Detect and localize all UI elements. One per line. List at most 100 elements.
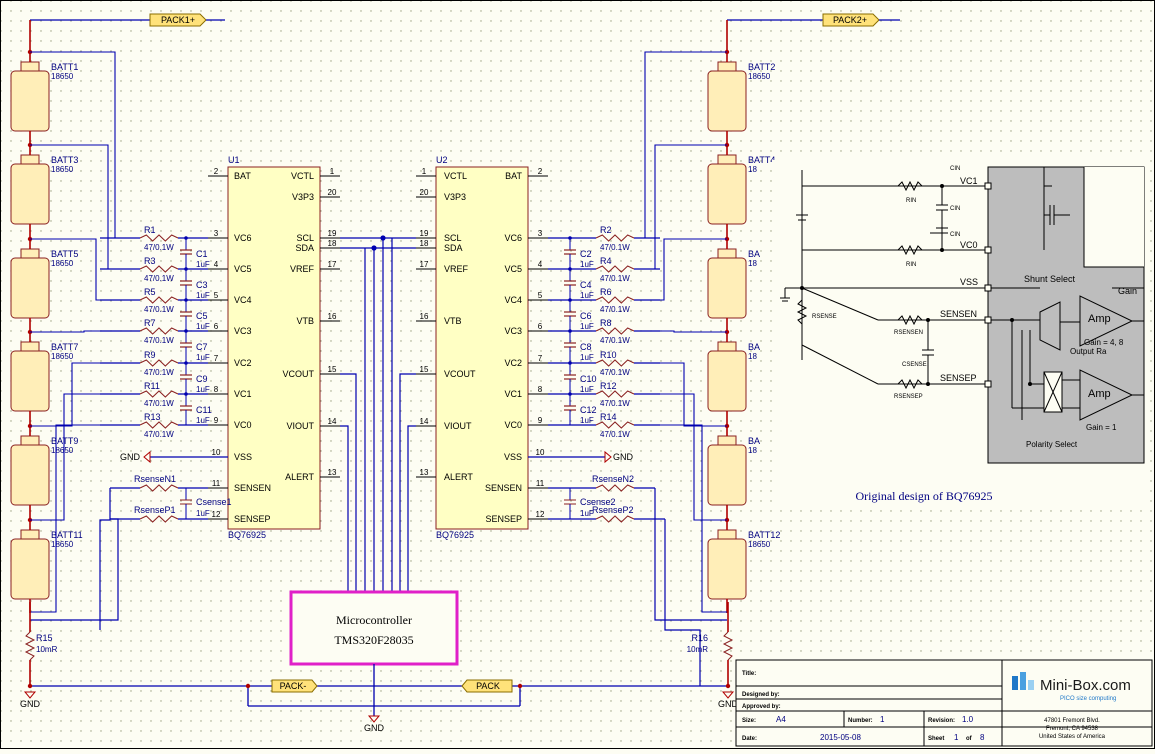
- ic-pin-name: VC6: [234, 233, 252, 243]
- wire: [664, 519, 701, 686]
- inset-output-ra: Output Ra: [1070, 347, 1107, 356]
- ic-pin-number: 19: [420, 229, 429, 238]
- tb-company: Mini-Box.com: [1040, 677, 1131, 694]
- tap-wire: [634, 238, 727, 301]
- battery-body: [707, 70, 747, 132]
- resistor-zigzag: [595, 265, 635, 273]
- inset-amp1: Amp: [1088, 313, 1111, 325]
- battery-cap: [717, 61, 737, 72]
- rsensen-ref: RsenseN1: [134, 474, 176, 484]
- ic-pin-number: 12: [212, 510, 221, 519]
- r15-val: 10mR: [36, 645, 58, 654]
- battery-val: 18650: [51, 446, 74, 455]
- shunt-left: R15 10mR: [24, 602, 58, 686]
- resistor-zigzag: [595, 390, 635, 398]
- cap-ref: C12: [580, 405, 597, 415]
- inset-rin2: RIN: [906, 262, 916, 268]
- ic-pin-name: VSS: [234, 452, 252, 462]
- cap-val: 1uF: [580, 353, 594, 362]
- r16-val: 10mR: [687, 645, 709, 654]
- resistor-val: 47/0.1W: [144, 430, 174, 439]
- tap-wire: [30, 144, 140, 270]
- cap-ref: C2: [580, 249, 592, 259]
- tap-wire: [634, 424, 727, 613]
- ic-pin-number: 10: [212, 448, 221, 457]
- wire: [654, 488, 727, 621]
- ic-pin-number: 2: [214, 167, 219, 176]
- ic-pin-number: 20: [328, 188, 337, 197]
- ic-pin-name: VC1: [504, 389, 522, 399]
- ic-pin-number: 15: [420, 365, 429, 374]
- battery-cap: [20, 154, 40, 165]
- ic-pin-name: ALERT: [285, 472, 314, 482]
- ic-pin-name: VC0: [504, 420, 522, 430]
- left-battery-stack: BATT118650BATT318650BATT518650BATT718650…: [10, 49, 83, 613]
- ic-pin-name: VSS: [504, 452, 522, 462]
- resistor-val: 47/0.1W: [144, 399, 174, 408]
- tap-wire: [634, 393, 727, 521]
- battery-body: [10, 163, 50, 225]
- tb-size-val: A4: [776, 715, 786, 724]
- junction: [184, 267, 188, 271]
- ic-pin-number: 4: [214, 260, 219, 269]
- battery-ref: BATT11: [51, 530, 83, 540]
- resistor-val: 47/0.1W: [600, 430, 630, 439]
- cap-val: 1uF: [580, 260, 594, 269]
- ic-pin-number: 5: [538, 291, 543, 300]
- junction: [568, 267, 572, 271]
- tap-wire: [30, 424, 140, 613]
- ic-pin-name: VCOUT: [444, 369, 476, 379]
- battery-body: [10, 70, 50, 132]
- battery-cap: [20, 61, 40, 72]
- gnd-u2-text: GND: [613, 452, 634, 462]
- ic-pin-number: 20: [420, 188, 429, 197]
- resistor-val: 47/0.1W: [600, 305, 630, 314]
- ic-pin-number: 3: [214, 229, 219, 238]
- vss-gnd-right: GND: [528, 450, 634, 464]
- tb-of-val: 8: [980, 733, 985, 742]
- r15-ref: R15: [36, 633, 53, 643]
- ic-pin-name: SDA: [444, 243, 463, 253]
- tb-number-val: 1: [880, 715, 885, 724]
- battery-val: 18: [748, 259, 757, 268]
- r16-ref: R16: [691, 633, 708, 643]
- battery-cap: [20, 529, 40, 540]
- ic-pin-number: 18: [420, 239, 429, 248]
- battery-body: [707, 350, 747, 412]
- csense-ref: Csense1: [196, 497, 232, 507]
- ic-pin-number: 5: [214, 291, 219, 300]
- ic-pin-name: VTB: [296, 316, 314, 326]
- shunt-right: R16 10mR: [687, 602, 734, 686]
- u2-part: BQ76925: [436, 530, 474, 540]
- resistor-zigzag: [595, 234, 635, 242]
- cap-val: 1uF: [580, 291, 594, 300]
- microcontroller-block: Microcontroller TMS320F28035: [289, 590, 459, 666]
- inset-sensen: SENSEN: [940, 309, 977, 319]
- ic-pin-number: 13: [328, 468, 337, 477]
- cap-ref: C6: [580, 311, 592, 321]
- wire: [30, 518, 119, 621]
- battery-body: [10, 538, 50, 600]
- junction: [184, 329, 188, 333]
- ic-pin-name: SENSEP: [234, 514, 271, 524]
- inset-csense: CSENSE: [902, 362, 927, 368]
- inset-cin0: CIN: [950, 166, 960, 172]
- inset-amp2: Amp: [1088, 388, 1111, 400]
- junction: [184, 298, 188, 302]
- ic-pin-number: 19: [328, 229, 337, 238]
